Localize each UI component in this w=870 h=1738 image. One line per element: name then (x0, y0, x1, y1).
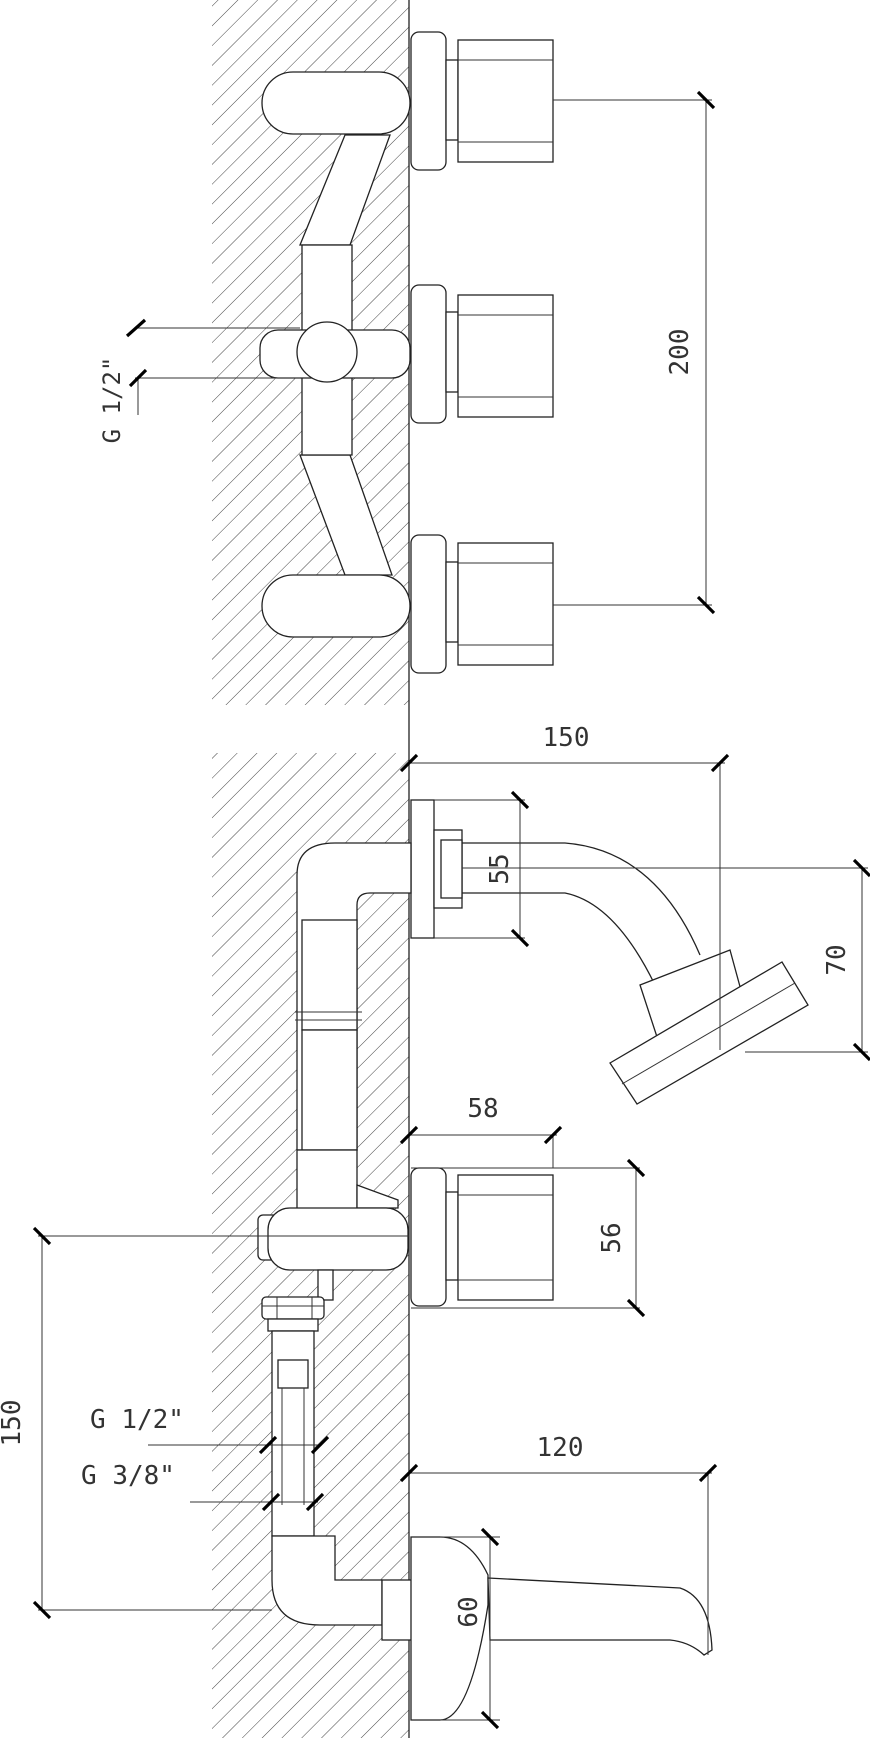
dimension-150-shower: 150 (399, 723, 730, 1050)
valve-handle-middle (410, 284, 554, 424)
dimension-label-150-vertical: 150 (0, 1400, 27, 1447)
dimension-label-56: 56 (597, 1222, 627, 1253)
mixer-body (257, 1184, 409, 1301)
valve-body-top-view (259, 71, 411, 638)
mixer-handle (410, 1167, 554, 1307)
dimension-60: 60 (440, 1527, 500, 1730)
dimension-thread-top: G 1/2" (98, 318, 300, 444)
dimension-thread-half: G 1/2" (90, 1405, 330, 1455)
dimension-thread-three-eighths: G 3/8" (81, 1461, 325, 1512)
lower-elbow (271, 1535, 413, 1641)
dimension-55: 55 (434, 790, 530, 948)
valve-handle-top (410, 31, 554, 171)
dimension-label-55: 55 (485, 853, 515, 884)
dimension-label-150-shower: 150 (543, 723, 590, 753)
dimension-label-60: 60 (454, 1596, 484, 1627)
dimension-label-200: 200 (665, 329, 695, 376)
thread-label-half: G 1/2" (90, 1405, 184, 1435)
thread-label-three-eighths: G 3/8" (81, 1461, 175, 1491)
supply-pipe-vertical (295, 842, 412, 1211)
bath-spout (410, 1536, 713, 1721)
dimension-200: 200 (553, 90, 716, 615)
dimension-label-58: 58 (467, 1094, 498, 1124)
dimension-120: 120 (399, 1433, 718, 1655)
dimension-70: 70 (462, 858, 870, 1062)
dimension-label-120: 120 (537, 1433, 584, 1463)
dimension-58: 58 (399, 1094, 563, 1168)
dimension-150-vertical: 150 (0, 1226, 409, 1620)
shower-arm (410, 799, 809, 1105)
thread-label-top: G 1/2" (98, 357, 126, 444)
dimension-label-70: 70 (822, 944, 852, 975)
dimension-56: 56 (411, 1158, 646, 1318)
valve-handle-bottom (410, 534, 554, 674)
